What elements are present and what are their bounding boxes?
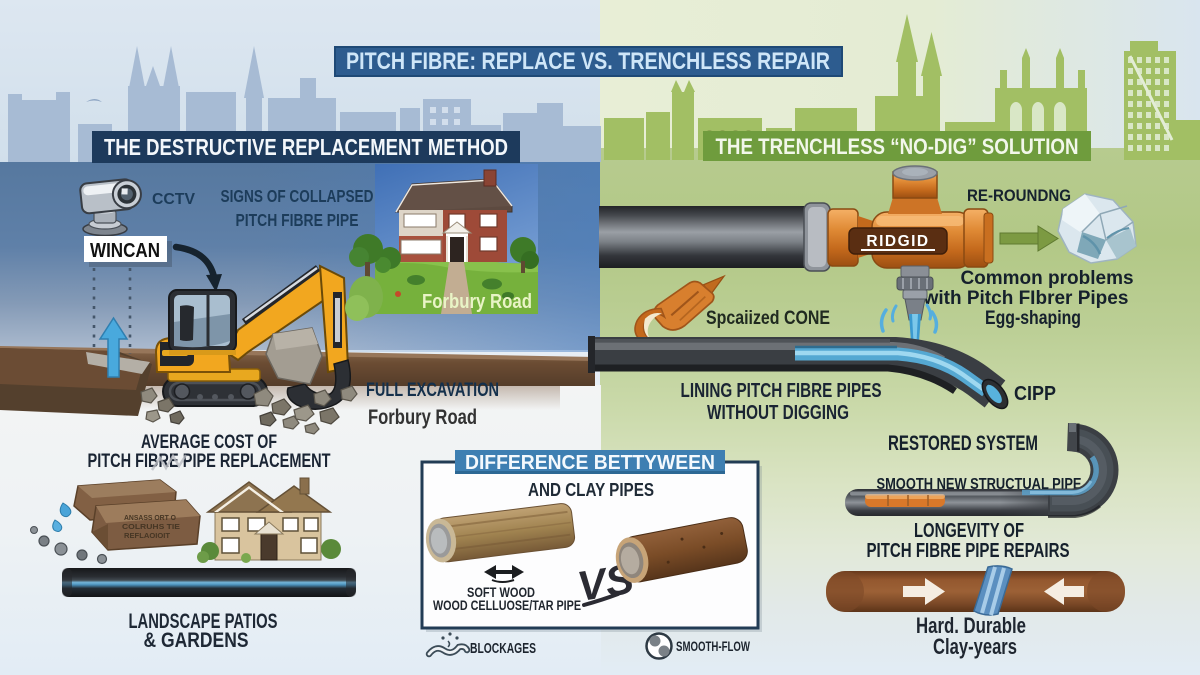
svg-text:Clay-years: Clay-years bbox=[933, 634, 1017, 659]
svg-text:& GARDENS: & GARDENS bbox=[144, 629, 249, 652]
svg-text:WITHOUT DIGGING: WITHOUT DIGGING bbox=[707, 402, 849, 424]
svg-text:COLRUHS TIE: COLRUHS TIE bbox=[122, 522, 180, 531]
svg-text:Spcaiized CONE: Spcaiized CONE bbox=[706, 308, 830, 329]
svg-text:SMOOTH NEW STRUCTUAL PIPE: SMOOTH NEW STRUCTUAL PIPE bbox=[877, 476, 1082, 493]
svg-text:PITCH FIBRE PIPE REPLACEMENT: PITCH FIBRE PIPE REPLACEMENT bbox=[88, 451, 331, 472]
svg-text:PITCH FIBRE PIPE: PITCH FIBRE PIPE bbox=[236, 210, 359, 230]
svg-text:with Pitch FIbrer Pipes: with Pitch FIbrer Pipes bbox=[923, 288, 1129, 309]
svg-text:PITCH FIBRE PIPE REPAIRS: PITCH FIBRE PIPE REPAIRS bbox=[867, 540, 1070, 562]
svg-text:RESTORED SYSTEM: RESTORED SYSTEM bbox=[888, 432, 1038, 455]
svg-text:FULL EXCAVATION: FULL EXCAVATION bbox=[366, 380, 499, 401]
svg-text:AVERAGE COST OF: AVERAGE COST OF bbox=[141, 432, 277, 453]
svg-text:Hard. Durable: Hard. Durable bbox=[916, 613, 1026, 638]
svg-text:Common problems: Common problems bbox=[960, 268, 1133, 289]
svg-text:AND CLAY PIPES: AND CLAY PIPES bbox=[528, 480, 654, 500]
svg-text:PITCH FIBRE: REPLACE VS. TRENC: PITCH FIBRE: REPLACE VS. TRENCHLESS REPA… bbox=[346, 48, 830, 75]
svg-text:BLOCKAGES: BLOCKAGES bbox=[470, 641, 536, 657]
svg-text:Forbury Road: Forbury Road bbox=[422, 291, 532, 313]
svg-text:THE TRENCHLESS “NO-DIG” SOLUTI: THE TRENCHLESS “NO-DIG” SOLUTION bbox=[716, 134, 1079, 159]
svg-text:SMOOTH-FLOW: SMOOTH-FLOW bbox=[676, 639, 750, 654]
svg-text:SIGNS OF COLLAPSED: SIGNS OF COLLAPSED bbox=[221, 186, 374, 206]
svg-text:Forbury Road: Forbury Road bbox=[368, 406, 477, 429]
svg-text:RIDGID: RIDGID bbox=[866, 233, 929, 250]
svg-text:LINING PITCH FIBRE PIPES: LINING PITCH FIBRE PIPES bbox=[681, 380, 882, 402]
svg-text:CCTV: CCTV bbox=[152, 191, 195, 208]
svg-text:THE DESTRUCTIVE REPLACEMENT ME: THE DESTRUCTIVE REPLACEMENT METHOD bbox=[104, 134, 508, 160]
svg-text:CIPP: CIPP bbox=[1014, 383, 1056, 405]
svg-text:WINCAN: WINCAN bbox=[90, 240, 160, 262]
svg-text:LONGEVITY OF: LONGEVITY OF bbox=[914, 520, 1024, 542]
svg-text:REFLAOIOIT: REFLAOIOIT bbox=[124, 531, 170, 540]
svg-text:WOOD CELLUOSE/TAR PIPE: WOOD CELLUOSE/TAR PIPE bbox=[433, 598, 581, 613]
svg-text:RE-ROUNDNG: RE-ROUNDNG bbox=[967, 186, 1071, 205]
svg-text:ANSASS ORT O: ANSASS ORT O bbox=[124, 513, 176, 522]
svg-text:Egg-shaping: Egg-shaping bbox=[985, 308, 1081, 329]
svg-text:DIFFERENCE BETTYWEEN: DIFFERENCE BETTYWEEN bbox=[465, 452, 715, 474]
svg-text:SOFT WOOD: SOFT WOOD bbox=[467, 585, 535, 600]
svg-text:LANDSCAPE PATIOS: LANDSCAPE PATIOS bbox=[129, 610, 278, 633]
